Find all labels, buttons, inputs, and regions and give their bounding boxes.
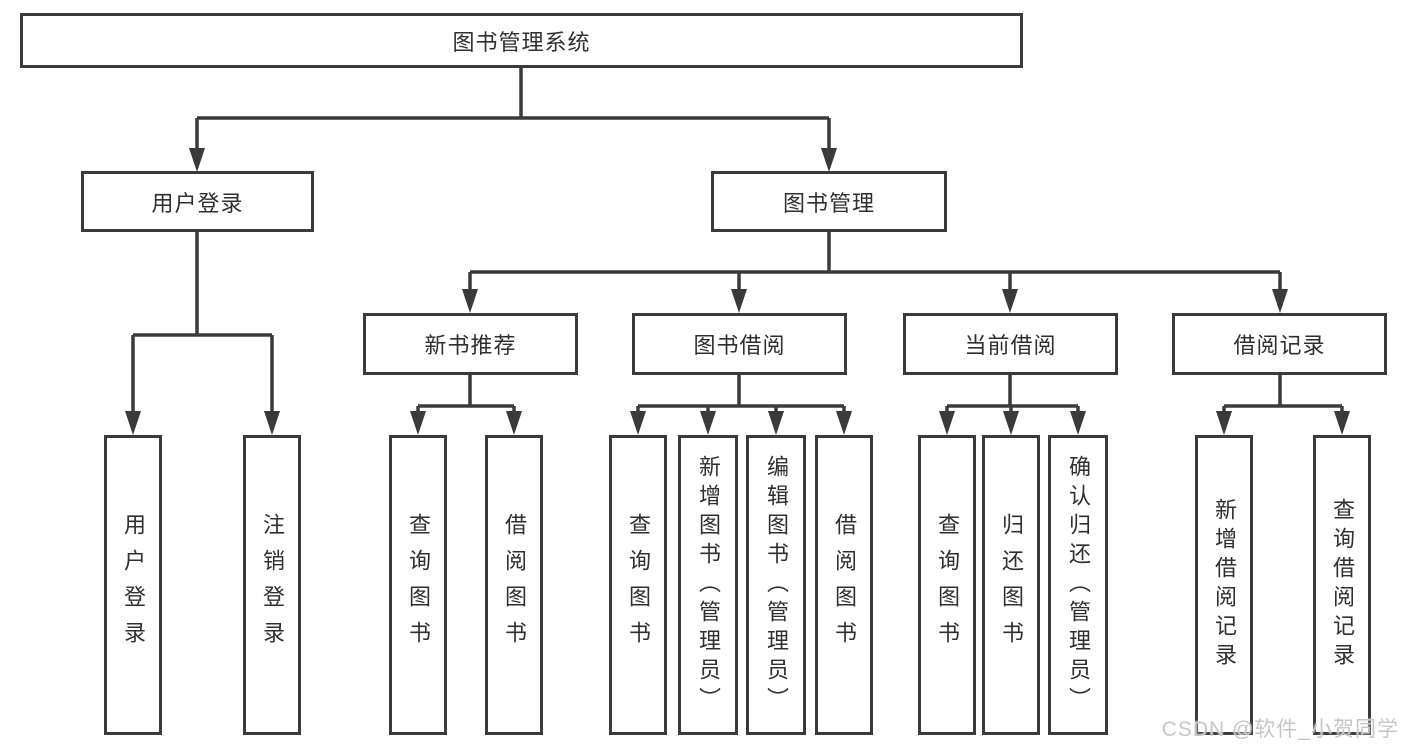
leaf-confirm-return-admin: 确认归还（管理员） (1048, 435, 1108, 735)
node-borrow-records: 借阅记录 (1172, 313, 1387, 375)
leaf-query-books-borrowing: 查询图书 (609, 435, 667, 735)
arrowheads (125, 148, 1350, 435)
leaf-borrow-books: 借阅图书 (815, 435, 873, 735)
csdn-watermark: CSDN @软件_小贺同学 (1161, 718, 1399, 741)
node-book-borrowing: 图书借阅 (632, 313, 847, 375)
leaf-query-borrow-record: 查询借阅记录 (1313, 435, 1371, 735)
leaf-add-borrow-record: 新增借阅记录 (1195, 435, 1253, 735)
node-new-book-recommend: 新书推荐 (363, 313, 578, 375)
leaf-query-books-recommend: 查询图书 (389, 435, 447, 735)
leaf-logout: 注销登录 (243, 435, 301, 735)
leaf-return-books: 归还图书 (982, 435, 1040, 735)
node-current-borrowing: 当前借阅 (903, 313, 1118, 375)
leaf-borrow-books-recommend: 借阅图书 (485, 435, 543, 735)
node-book-management: 图书管理 (711, 171, 947, 232)
leaf-user-login: 用户登录 (104, 435, 162, 735)
node-user-login-group: 用户登录 (81, 171, 314, 232)
leaf-query-books-current: 查询图书 (918, 435, 976, 735)
leaf-edit-books-admin: 编辑图书（管理员） (746, 435, 806, 735)
leaf-add-books-admin: 新增图书（管理员） (678, 435, 738, 735)
node-library-management-system: 图书管理系统 (20, 13, 1023, 68)
